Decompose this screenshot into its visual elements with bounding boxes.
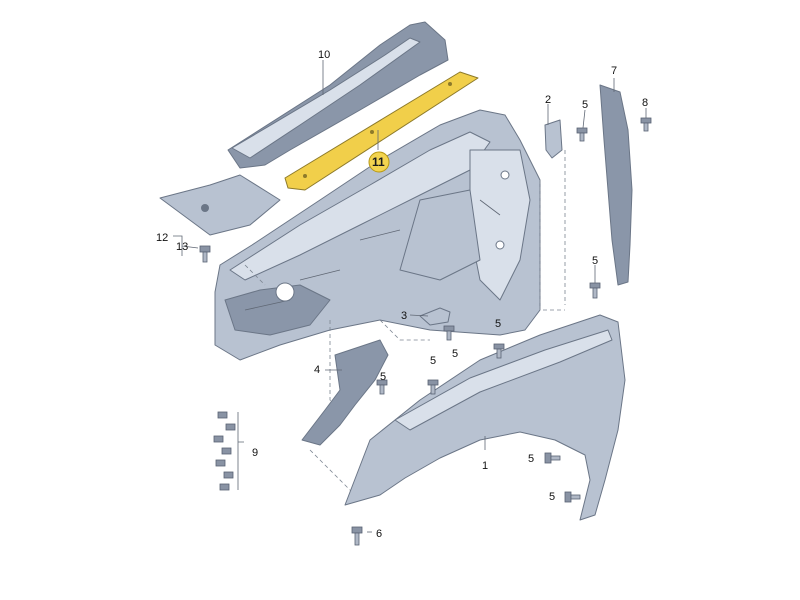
- bolt-set-part: [213, 411, 236, 491]
- leader-lines: [173, 60, 647, 533]
- callout-5-h: 5: [549, 491, 555, 503]
- callout-5-d: 5: [452, 348, 458, 360]
- callout-10: 10: [318, 49, 330, 61]
- bolt-icon: [443, 325, 455, 341]
- bolt-icon: [427, 379, 439, 395]
- fender-part: [344, 314, 626, 521]
- bolt-icon: [351, 526, 363, 546]
- callout-4: 4: [314, 364, 320, 376]
- cover-upper-part: [227, 21, 449, 169]
- callout-5-g: 5: [528, 453, 534, 465]
- alignment-lines: [244, 150, 566, 501]
- bracket-top-part: [544, 119, 563, 159]
- callout-5-a: 5: [582, 99, 588, 111]
- callout-5-b: 5: [592, 255, 598, 267]
- callout-7: 7: [611, 65, 617, 77]
- bracket-center-part: [419, 307, 451, 326]
- callout-2: 2: [545, 94, 551, 106]
- seal-vertical-part: [599, 84, 633, 286]
- callout-13: 13: [176, 241, 188, 253]
- callout-3: 3: [401, 310, 407, 322]
- bolt-icon: [376, 379, 388, 395]
- bolt-icon: [564, 491, 581, 503]
- bolt-icon: [493, 343, 505, 359]
- bolt-icon: [544, 452, 561, 464]
- reinforcement-highlighted-part: [284, 71, 479, 191]
- bolt-icon: [640, 117, 652, 132]
- callout-1: 1: [482, 460, 488, 472]
- callout-5-f: 5: [380, 371, 386, 383]
- bolt-icon: [576, 127, 588, 142]
- highlight-badge: [368, 151, 390, 173]
- callout-5-e: 5: [430, 355, 436, 367]
- callout-labels: 10 11 2 5 7 8 12 13 5 3 5 5 4 5 5 9 1 5 …: [156, 49, 648, 540]
- bolt-icon: [589, 282, 601, 299]
- inner-body-structure: [214, 109, 541, 361]
- callout-12: 12: [156, 232, 168, 244]
- callout-8: 8: [642, 97, 648, 109]
- bolts: [199, 117, 652, 546]
- callout-9: 9: [252, 447, 258, 459]
- callout-11: 11: [372, 155, 385, 169]
- bracket-lower-part: [301, 339, 389, 446]
- panel-left-part: [159, 174, 281, 236]
- callout-5-c: 5: [495, 318, 501, 330]
- bolt-icon: [199, 245, 211, 263]
- callout-6: 6: [376, 528, 382, 540]
